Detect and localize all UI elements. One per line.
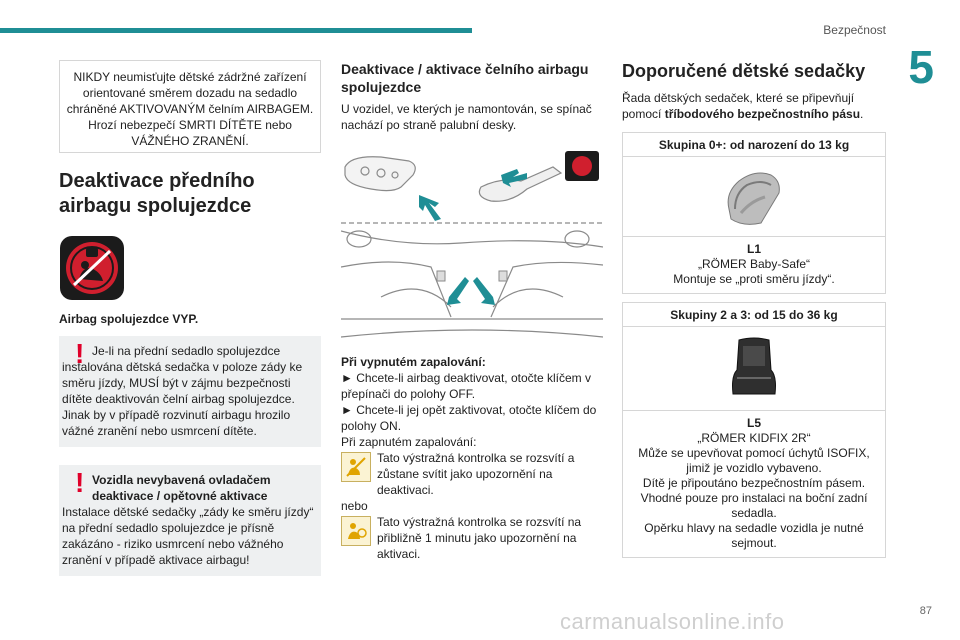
child-seat-card: Skupina 0+: od narození do 13 kg L1 „RÖM… [622,132,886,294]
airbag-switch-illustration [340,151,604,338]
section-heading: Doporučené dětské sedačky [622,61,866,81]
column-3: Doporučené dětské sedačky Řada dětských … [622,60,886,558]
column-2: Deaktivace / aktivace čelního airbagu sp… [340,60,604,562]
airbag-off-warning-lamp-icon [341,452,371,482]
header-accent-bar [0,28,472,33]
section-title: Bezpečnost [823,23,886,37]
step-2: ► Chcete-li jej opět zaktivovat, otočte … [341,403,597,433]
card-line: Může se upevňovat pomocí úchytů ISOFIX, … [638,446,870,475]
airbag-on-warning-lamp-icon [341,516,371,546]
card-body: L5 „RÖMER KIDFIX 2R“ Může se upevňovat p… [623,411,885,557]
alert-text: Je-li na přední sedadlo spolujezdce inst… [62,344,303,438]
section-heading: Deaktivace předního airbagu spolujezdce [59,170,255,217]
lamp-1-text: Tato výstražná kontrolka se rozsvítí a z… [377,451,575,497]
seat-code: L5 [746,416,761,430]
card-line: „RÖMER KIDFIX 2R“ [697,431,811,445]
warning-lamp-row-1: Tato výstražná kontrolka se rozsvítí a z… [341,450,603,498]
intro-text: U vozidel, ve kterých je namontován, se … [341,102,592,132]
watermark: carmanualsonline.info [560,609,785,634]
card-line: „RÖMER Baby-Safe“ [697,257,811,271]
alert-heading: Vozidla nevybavená ovladačem deaktivace … [92,473,271,503]
column-1: NIKDY neumisťujte dětské zádržné zařízen… [59,60,321,576]
seat-code: L1 [746,242,761,256]
page-number: 87 [919,605,932,617]
alert-box-2: ! Vozidla nevybavená ovladačem deaktivac… [59,465,321,576]
card-line: Vhodné pouze pro instalaci na boční zadn… [640,491,868,520]
card-body: L1 „RÖMER Baby-Safe“ Montuje se „proti s… [623,237,885,293]
exclamation-icon: ! [75,467,85,498]
step-1: ► Chcete-li airbag deaktivovat, otočte k… [341,371,591,401]
subsection-heading: Deaktivace / aktivace čelního airbagu sp… [341,61,589,95]
alert-box-1: ! Je-li na přední sedadlo spolujezdce in… [59,336,321,447]
card-line: Montuje se „proti směru jízdy“. [673,272,835,286]
lamp-2-text: Tato výstražná kontrolka se rozsvítí na … [377,515,582,561]
card-line: Dítě je připoutáno bezpečnostním pásem. [642,476,866,490]
baby-seat-image [623,157,885,237]
chapter-number: 5 [908,41,934,93]
ignition-on-label: Při zapnutém zapalování: [341,435,477,449]
icon-caption: Airbag spolujezdce VYP. [59,312,199,326]
exclamation-icon: ! [75,338,85,369]
booster-seat-image [623,327,885,411]
passenger-airbag-off-icon [60,236,124,300]
warning-lamp-row-2: Tato výstražná kontrolka se rozsvítí na … [341,514,603,562]
or-text: nebo [341,499,368,513]
card-line: Opěrku hlavy na sedadle vozidla je nutné… [644,521,864,550]
card-heading: Skupiny 2 a 3: od 15 do 36 kg [623,303,885,327]
intro-part-b: tříbodového bezpečnostního pásu [664,107,861,121]
intro-text: Řada dětských sedaček, které se připevňu… [622,91,864,121]
card-heading: Skupina 0+: od narození do 13 kg [623,133,885,157]
child-seat-card: Skupiny 2 a 3: od 15 do 36 kg L5 „RÖMER … [622,302,886,558]
alert-text: Instalace dětské sedačky „zády ke směru … [62,505,314,567]
warning-box: NIKDY neumisťujte dětské zádržné zařízen… [59,60,321,153]
intro-part-a: Řada dětských sedaček, které se připevňu… [622,91,855,121]
ignition-off-label: Při vypnutém zapalování: [341,355,486,369]
